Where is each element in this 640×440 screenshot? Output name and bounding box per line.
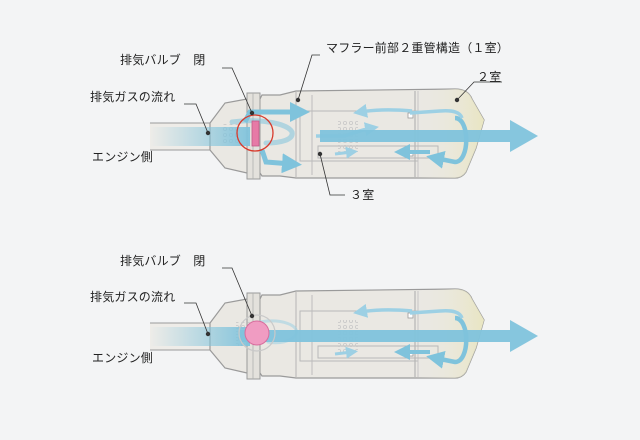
bottom-exhaust-valve bbox=[238, 314, 276, 352]
top-room2-label: ２室 bbox=[477, 70, 502, 84]
bottom-leader-lines bbox=[184, 267, 255, 337]
top-muffler bbox=[150, 54, 538, 196]
bottom-flow-label: 排気ガスの流れ bbox=[90, 290, 176, 304]
bottom-engine-side-label: エンジン側 bbox=[92, 351, 154, 365]
top-room3-label: ３室 bbox=[350, 188, 375, 202]
bottom-muffler bbox=[150, 267, 538, 380]
top-structure-label: マフラー前部２重管構造（１室） bbox=[326, 41, 510, 55]
top-engine-side-label: エンジン側 bbox=[92, 150, 154, 164]
top-valve-label: 排気バルブ 閉 bbox=[120, 53, 206, 67]
top-leader-lines bbox=[184, 54, 502, 196]
top-flow-label: 排気ガスの流れ bbox=[90, 90, 176, 104]
bottom-valve-label: 排気バルブ 閉 bbox=[120, 254, 206, 268]
bottom-exhaust-flow bbox=[150, 303, 538, 369]
top-exhaust-flow bbox=[150, 102, 538, 174]
top-exhaust-valve bbox=[236, 114, 274, 152]
